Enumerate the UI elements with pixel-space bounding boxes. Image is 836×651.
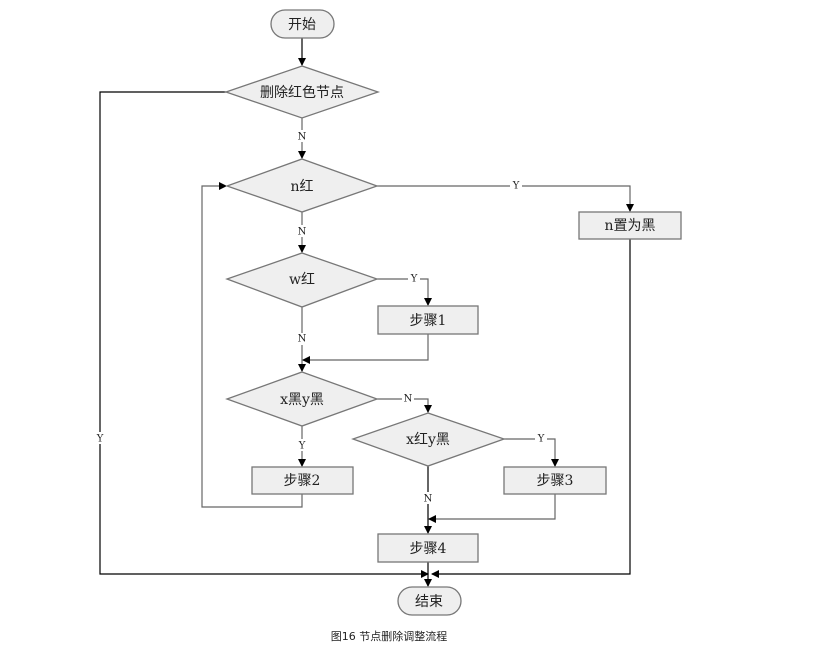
end-label: 结束: [415, 594, 443, 610]
label-xryb-yes: Y: [537, 434, 545, 445]
label-nred-no: N: [298, 227, 307, 238]
n-set-black-process: [578, 211, 682, 240]
label-xryb-no: N: [424, 494, 433, 505]
label-delete-yes: Y: [96, 434, 104, 445]
edge-xbyb-no: [377, 398, 432, 413]
step1-label: 步骤1: [410, 313, 447, 329]
label-wred-no: N: [298, 334, 307, 345]
step1-process: [377, 305, 479, 335]
node-end: 结束: [397, 586, 462, 616]
node-x-red-y-black: x红y黑: [351, 412, 506, 467]
node-step1: 步骤1: [377, 305, 479, 335]
delete-red-label: 删除红色节点: [260, 84, 344, 101]
node-step3: 步骤3: [503, 466, 607, 495]
edge-labels: N Y Y N Y N N Y Y N: [94, 130, 547, 505]
figure-caption: 图16 节点删除调整流程: [331, 629, 448, 643]
start-label: 开始: [288, 17, 316, 33]
end-terminal: [397, 586, 462, 616]
x-red-y-black-decision: [351, 412, 506, 467]
edge-delete-yes: [99, 91, 429, 578]
edge-step3-merge: [428, 494, 556, 523]
w-red-label: w红: [289, 272, 315, 288]
step2-process: [251, 466, 354, 495]
node-step2: 步骤2: [251, 466, 354, 495]
edge-nsetblack-to-end: [431, 239, 631, 578]
label-nred-yes: Y: [512, 181, 520, 192]
edge-step1-merge: [302, 334, 429, 364]
node-n-set-black: n置为黑: [578, 211, 682, 240]
edge-nred-yes: [377, 185, 634, 212]
edge-wred-yes: [377, 278, 432, 306]
node-x-black-y-black: x黑y黑: [225, 371, 379, 427]
step4-process: [377, 533, 479, 563]
step2-label: 步骤2: [284, 473, 321, 489]
step3-process: [503, 466, 607, 495]
node-w-red: w红: [225, 252, 379, 308]
edge-step2-loop: [201, 182, 303, 508]
label-wred-yes: Y: [410, 274, 418, 285]
n-red-label: n红: [290, 179, 313, 195]
node-n-red: n红: [225, 158, 379, 213]
n-red-decision: [225, 158, 379, 213]
node-delete-red: 删除红色节点: [223, 65, 381, 119]
w-red-decision: [225, 252, 379, 308]
step4-label: 步骤4: [410, 541, 447, 557]
x-red-y-black-label: x红y黑: [406, 432, 450, 448]
label-delete-no: N: [298, 132, 307, 143]
node-step4: 步骤4: [377, 533, 479, 563]
connectors: [99, 38, 634, 587]
step3-label: 步骤3: [537, 473, 574, 489]
node-start: 开始: [270, 9, 335, 39]
start-terminal: [270, 9, 335, 39]
label-xbyb-yes: Y: [298, 441, 306, 452]
edge-xryb-yes: [504, 438, 559, 467]
x-black-y-black-label: x黑y黑: [280, 392, 324, 408]
delete-red-decision: [223, 65, 381, 119]
label-xbyb-no: N: [404, 394, 413, 405]
n-set-black-label: n置为黑: [604, 218, 655, 234]
x-black-y-black-decision: [225, 371, 379, 427]
